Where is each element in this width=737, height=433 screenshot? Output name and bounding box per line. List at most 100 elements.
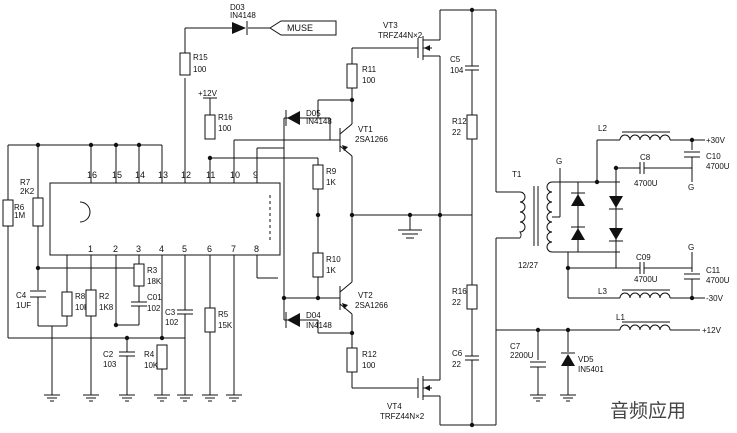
ic-pin-8: 8 bbox=[254, 244, 259, 254]
c01-value: 102 bbox=[147, 304, 161, 313]
watermark: 音频应用 bbox=[610, 400, 686, 422]
ic-pin-1: 1 bbox=[88, 244, 93, 254]
r3-name: R3 bbox=[147, 266, 158, 275]
l2-label: L2 bbox=[598, 124, 607, 133]
vt3-name: VT3 bbox=[383, 21, 398, 30]
r6-value: 1M bbox=[14, 211, 25, 220]
r8-name: R8 bbox=[75, 292, 86, 301]
r9-value: 1K bbox=[326, 178, 336, 187]
ic-pin-4: 4 bbox=[159, 244, 164, 254]
r11-name: R11 bbox=[362, 65, 377, 74]
vt1-name: VT1 bbox=[358, 125, 373, 134]
c10-name: C10 bbox=[706, 152, 721, 161]
r12b-value: 22 bbox=[452, 128, 461, 137]
ic-pin-16: 16 bbox=[87, 170, 97, 180]
ic-top-wiring bbox=[7, 27, 330, 298]
vt1-value: 2SA1266 bbox=[355, 135, 388, 144]
power-stage: VT3 TRFZ44N×2 VT4 TRFZ44N×2 C5 104 R12 2… bbox=[378, 9, 497, 426]
c4-name: C4 bbox=[16, 291, 27, 300]
c8-name: C8 bbox=[640, 153, 651, 162]
c01-name: C01 bbox=[147, 293, 162, 302]
r7-name: R7 bbox=[20, 178, 31, 187]
d05-name: D05 bbox=[306, 109, 321, 118]
d03-name: D03 bbox=[230, 3, 245, 12]
r2-name: R2 bbox=[99, 292, 110, 301]
rectifier-bridge: L2 +30V C8 4700U C10 4700U G C09 4700U G… bbox=[567, 124, 730, 303]
c11-value: 4700U bbox=[706, 276, 730, 285]
c7-name: C7 bbox=[510, 342, 521, 351]
r16b-name: R16 bbox=[452, 287, 467, 296]
left-rc-network: R7 2K2 R6 1M C4 1UF R8 10K R2 1K8 C bbox=[2, 178, 235, 395]
r5-value: 15K bbox=[218, 321, 233, 330]
ground-symbols-left bbox=[44, 394, 242, 402]
d05-value: IN4148 bbox=[306, 117, 332, 126]
ic-pin-14: 14 bbox=[135, 170, 145, 180]
r4-value: 10K bbox=[144, 361, 159, 370]
c10-value: 4700U bbox=[706, 162, 730, 171]
plus30v-label: +30V bbox=[706, 136, 726, 145]
ic-pin-15: 15 bbox=[112, 170, 122, 180]
ic-pin-3: 3 bbox=[136, 244, 141, 254]
driver-stage: D05 IN4148 R11 100 VT1 2SA1266 R9 1K R10… bbox=[283, 47, 440, 389]
muse-label: MUSE bbox=[287, 23, 313, 33]
ic-pin-6: 6 bbox=[207, 244, 212, 254]
r7-value: 2K2 bbox=[20, 187, 35, 196]
vd5-value: IN5401 bbox=[578, 365, 604, 374]
r4-name: R4 bbox=[144, 350, 155, 359]
r16a-name: R16 bbox=[218, 113, 233, 122]
ic-pin-11: 11 bbox=[206, 170, 215, 180]
ic-pin-9: 9 bbox=[253, 170, 258, 180]
vt4-value: TRFZ44N×2 bbox=[380, 412, 425, 421]
l3-label: L3 bbox=[598, 287, 607, 296]
r15-value: 100 bbox=[193, 65, 207, 74]
c4-value: 1UF bbox=[16, 301, 31, 310]
l1-label: L1 bbox=[616, 313, 625, 322]
vt2-name: VT2 bbox=[358, 291, 373, 300]
g-label-top: G bbox=[688, 183, 694, 192]
ic-pin-2: 2 bbox=[113, 244, 118, 254]
d04-name: D04 bbox=[306, 311, 321, 320]
ic-pin-5: 5 bbox=[182, 244, 187, 254]
c11-name: C11 bbox=[706, 266, 721, 275]
ic-pin-13: 13 bbox=[158, 170, 168, 180]
vd5-name: VD5 bbox=[578, 355, 594, 364]
resistor-r16-supply: +12V R16 100 bbox=[198, 89, 233, 140]
c5-value: 104 bbox=[450, 66, 464, 75]
r15-name: R15 bbox=[193, 53, 208, 62]
t1-ratio: 12/27 bbox=[518, 261, 539, 270]
r16a-value: 100 bbox=[218, 124, 232, 133]
r6-name: R6 bbox=[14, 203, 25, 212]
resistor-r15: R15 100 bbox=[179, 52, 208, 76]
c3-value: 102 bbox=[165, 318, 179, 327]
r12a-name: R12 bbox=[362, 350, 377, 359]
r5-name: R5 bbox=[218, 310, 229, 319]
r9-name: R9 bbox=[326, 167, 337, 176]
muse-input: MUSE D03 IN4148 bbox=[230, 3, 337, 36]
r10-value: 1K bbox=[326, 266, 336, 275]
c5-name: C5 bbox=[450, 55, 461, 64]
g-label-transformer: G bbox=[556, 157, 562, 166]
junction-dots bbox=[35, 7, 695, 428]
r16b-value: 22 bbox=[452, 298, 461, 307]
c3-name: C3 bbox=[165, 308, 176, 317]
c09-name: C09 bbox=[636, 253, 651, 262]
vt2-value: 2SA1266 bbox=[355, 301, 388, 310]
r12b-name: R12 bbox=[452, 117, 467, 126]
c6-value: 22 bbox=[452, 360, 461, 369]
r2-value: 1K8 bbox=[99, 303, 114, 312]
ic-pin-10: 10 bbox=[230, 170, 240, 180]
supply-input: L1 +12V C7 2200U VD5 IN5401 bbox=[496, 313, 722, 402]
d03-value: IN4148 bbox=[230, 11, 256, 20]
c2-value: 103 bbox=[103, 360, 117, 369]
r10-name: R10 bbox=[326, 255, 341, 264]
transformer-t1: T1 12/27 G bbox=[496, 157, 568, 270]
r11-value: 100 bbox=[362, 76, 376, 85]
plus12v-label: +12V bbox=[702, 326, 722, 335]
g-label-bottom: G bbox=[688, 243, 694, 252]
d04-value: IN4148 bbox=[306, 321, 332, 330]
ic-pin-7: 7 bbox=[231, 244, 236, 254]
r12a-value: 100 bbox=[362, 361, 376, 370]
vt4-name: VT4 bbox=[387, 402, 402, 411]
